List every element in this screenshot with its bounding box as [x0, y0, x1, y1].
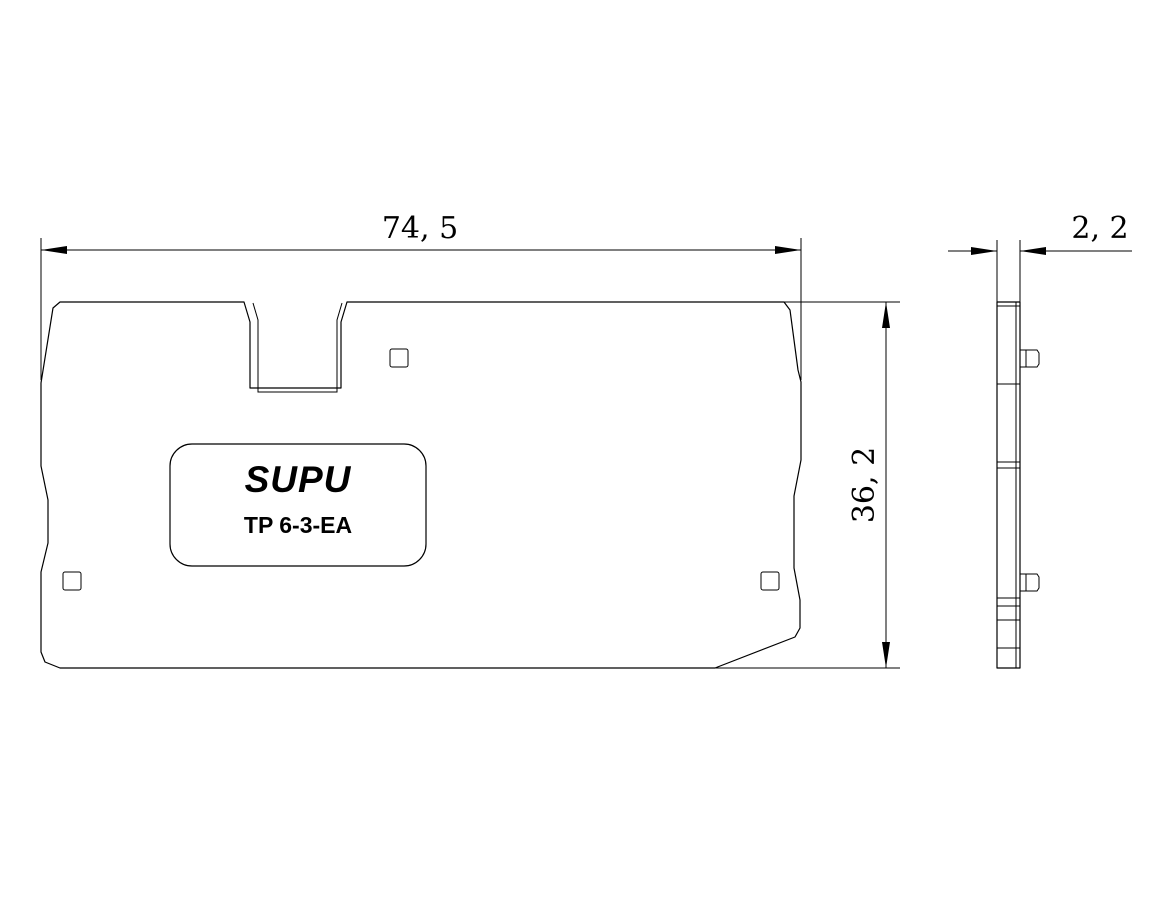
hole-bottom-right [760, 571, 780, 591]
width-arrow-right [775, 246, 801, 254]
side-view [996, 301, 1040, 669]
width-arrow-left [41, 246, 67, 254]
width-dimension-value: 74, 5 [382, 211, 458, 246]
end-plate-outline [40, 301, 802, 669]
hole-top [389, 348, 409, 368]
side-pin-top [1020, 349, 1040, 368]
thickness-dimension-value: 2, 2 [1071, 211, 1128, 246]
height-arrow-bottom [882, 642, 890, 668]
height-arrow-top [882, 302, 890, 328]
thickness-arrow-left [971, 247, 997, 255]
brand-logo: SUPU [245, 459, 352, 500]
label-plate [169, 443, 427, 567]
side-pin-bottom [1020, 573, 1040, 592]
hole-bottom-left [62, 571, 82, 591]
tab-slot-inner [252, 302, 343, 393]
model-number: TP 6-3-EA [244, 512, 352, 538]
front-view: SUPU TP 6-3-EA [40, 301, 802, 669]
side-body [996, 301, 1021, 669]
thickness-dimension: 2, 2 [948, 211, 1132, 302]
width-dimension: 74, 5 [40, 211, 802, 380]
thickness-arrow-right [1020, 247, 1046, 255]
height-dimension-value: 36, 2 [847, 447, 882, 523]
height-dimension: 36, 2 [715, 301, 900, 669]
